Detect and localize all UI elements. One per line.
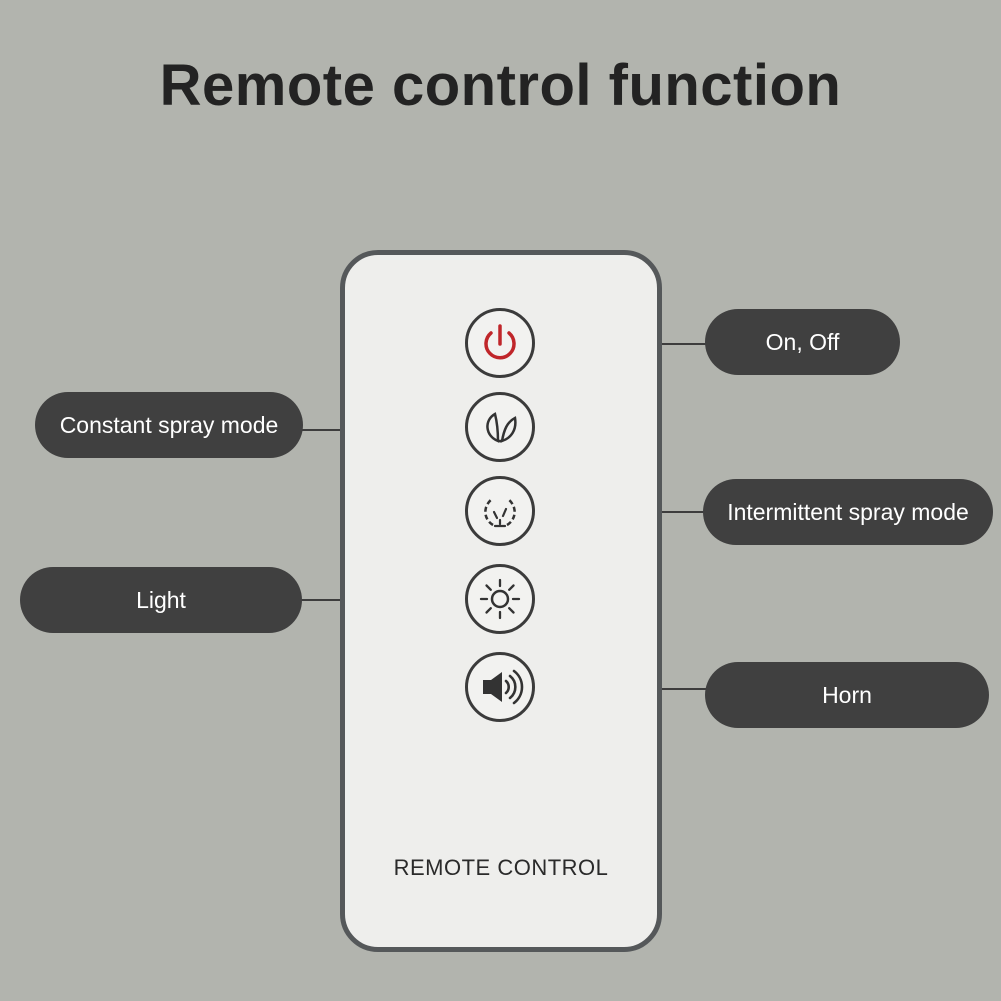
horn-icon (483, 669, 524, 705)
label-horn: Horn (705, 662, 989, 728)
remote-label: REMOTE CONTROL (393, 855, 609, 880)
power-button[interactable] (465, 308, 535, 378)
label-intermittent-spray-mode: Intermittent spray mode (703, 479, 993, 545)
horn-button[interactable] (465, 652, 535, 722)
intermittent-spray-icon (484, 498, 516, 528)
light-button[interactable] (465, 564, 535, 634)
constant-spray-button[interactable] (465, 392, 535, 462)
page-title: Remote control function (159, 53, 842, 118)
label-on-off: On, Off (705, 309, 900, 375)
label-constant-spray-mode: Constant spray mode (35, 392, 303, 458)
intermittent-spray-button[interactable] (465, 476, 535, 546)
light-icon (479, 578, 521, 620)
power-icon (484, 324, 516, 360)
constant-spray-icon (486, 412, 517, 443)
label-light: Light (20, 567, 302, 633)
